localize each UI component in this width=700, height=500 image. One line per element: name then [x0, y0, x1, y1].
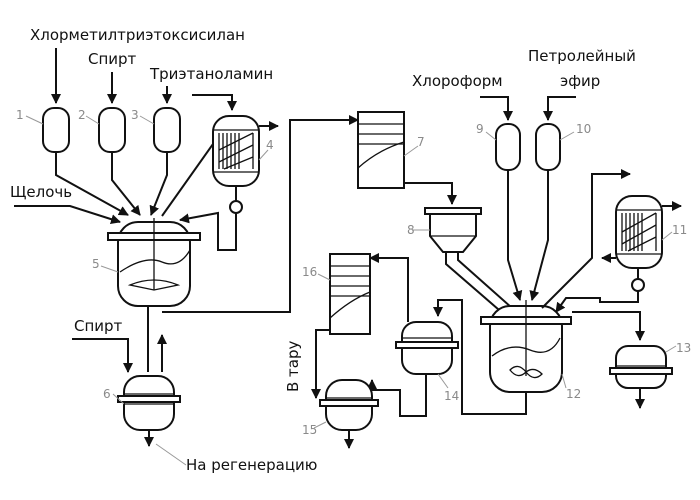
number-10: 10: [576, 122, 591, 136]
vessel-13-flange: [609, 367, 673, 375]
funnel-8: [429, 213, 477, 253]
number-4: 4: [266, 138, 274, 152]
line-11-return-to-12: [555, 291, 639, 313]
number-12: 12: [566, 387, 581, 401]
vessel-6-flange: [117, 395, 181, 403]
label-petroleum-line2: эфир: [560, 72, 600, 90]
vessel-2: [98, 107, 126, 153]
number-9: 9: [476, 122, 484, 136]
number-14: 14: [444, 389, 459, 403]
line-7-to-8: [404, 182, 457, 205]
label-chloromethyltriethoxysilane: Хлорметилтриэтоксисилан: [30, 26, 245, 44]
line-1-to-5: [55, 152, 129, 216]
separator-11: [631, 278, 645, 292]
line-4-return-to-5: [179, 211, 237, 251]
line-alkali-to-5: [14, 205, 121, 225]
line-8-to-12: [445, 252, 513, 317]
filter-16: [329, 253, 371, 335]
vessel-3: [153, 107, 181, 153]
number-1: 1: [16, 108, 24, 122]
number-3: 3: [131, 108, 139, 122]
filter-7: [357, 111, 405, 189]
label-petroleum-line1: Петролейный: [528, 47, 636, 65]
label-spirt-top: Спирт: [88, 50, 137, 68]
feed-line-petroleum: [543, 96, 576, 121]
vessel-1: [42, 107, 70, 153]
vessel-10: [535, 123, 561, 171]
label-to-regeneration: На регенерацию: [186, 456, 317, 474]
line-to-condenser-4: [192, 94, 237, 111]
number-16: 16: [302, 265, 317, 279]
feed-line-spirt-left: [72, 338, 133, 373]
line-5-to-7: [162, 115, 359, 313]
number-15: 15: [302, 423, 317, 437]
number-2: 2: [78, 108, 86, 122]
line-14-to-16: [369, 253, 409, 322]
label-alkali: Щелочь: [10, 183, 72, 201]
line-10-to-12: [529, 170, 549, 301]
number-7: 7: [417, 135, 425, 149]
feed-line-chloroform: [480, 96, 513, 121]
number-6: 6: [103, 387, 111, 401]
line-3-to-5: [149, 152, 168, 216]
label-to-container: В тару: [284, 340, 302, 392]
line-14-to-15: [367, 374, 427, 417]
vessel-15-flange: [319, 399, 379, 407]
vessel-9: [495, 123, 521, 171]
separator-4: [229, 200, 243, 214]
vessel-14-flange: [395, 341, 459, 349]
condenser-4: [212, 115, 260, 187]
label-spirt-left: Спирт: [74, 317, 123, 335]
line-9-to-12: [507, 170, 523, 301]
number-5: 5: [92, 257, 100, 271]
number-11: 11: [672, 223, 687, 237]
number-13: 13: [676, 341, 691, 355]
number-8: 8: [407, 223, 415, 237]
label-triethanolamine: Триэтаноламин: [149, 65, 273, 83]
line-12-to-14: [433, 299, 527, 415]
line-16-to-container: [311, 329, 330, 399]
line-12-to-11: [541, 169, 631, 309]
label-chloroform: Хлороформ: [412, 72, 503, 90]
line-2-to-5: [111, 152, 141, 216]
line-12-to-13: [572, 311, 645, 341]
